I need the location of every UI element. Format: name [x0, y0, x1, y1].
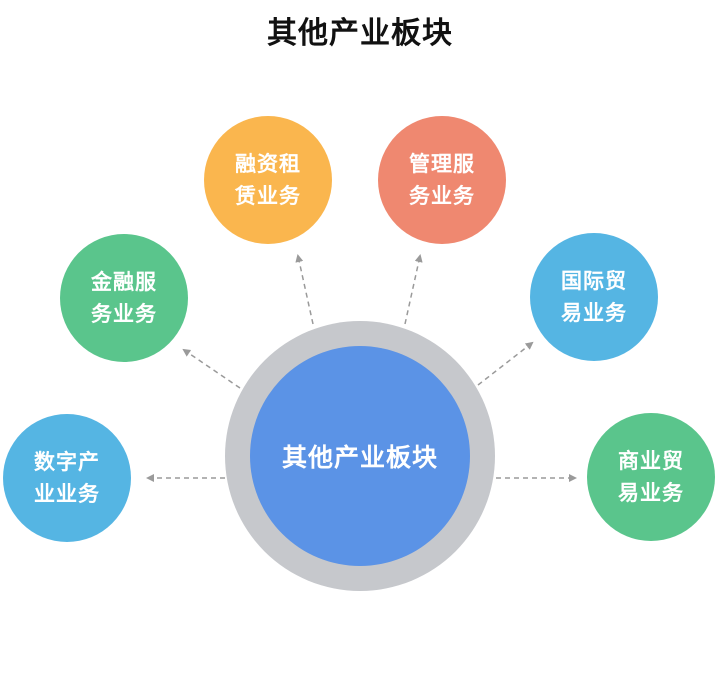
node-label-line1: 金融服: [91, 270, 157, 294]
node-financial-services: 金融服 务业务: [60, 234, 188, 362]
node-label-line2: 务业务: [91, 302, 157, 326]
node-label-line1: 管理服: [409, 152, 475, 176]
connector-arrow-leasing: [295, 254, 314, 325]
diagram-title: 其他产业板块: [267, 16, 453, 51]
node-label-line1: 数字产: [34, 450, 100, 474]
node-digital-industry: 数字产 业业务: [3, 414, 131, 542]
node-label-line1: 融资租: [235, 152, 301, 176]
node-commercial-trade: 商业贸 易业务: [587, 413, 715, 541]
hub-circle: 其他产业板块: [250, 346, 470, 566]
connector-arrow-finance: [182, 348, 241, 389]
node-label-line1: 国际贸: [561, 269, 627, 293]
node-label-line2: 务业务: [409, 184, 475, 208]
node-label-line2: 赁业务: [235, 184, 301, 208]
connector-arrow-management: [404, 254, 423, 325]
node-label-line2: 易业务: [618, 481, 684, 505]
node-international-trade: 国际贸 易业务: [530, 233, 658, 361]
node-financial-leasing: 融资租 赁业务: [204, 116, 332, 244]
connector-arrow-trade: [477, 341, 534, 386]
node-label-line1: 商业贸: [618, 449, 684, 473]
node-management-services: 管理服 务业务: [378, 116, 506, 244]
node-label-line2: 易业务: [561, 301, 627, 325]
node-label-line2: 业业务: [34, 482, 100, 506]
